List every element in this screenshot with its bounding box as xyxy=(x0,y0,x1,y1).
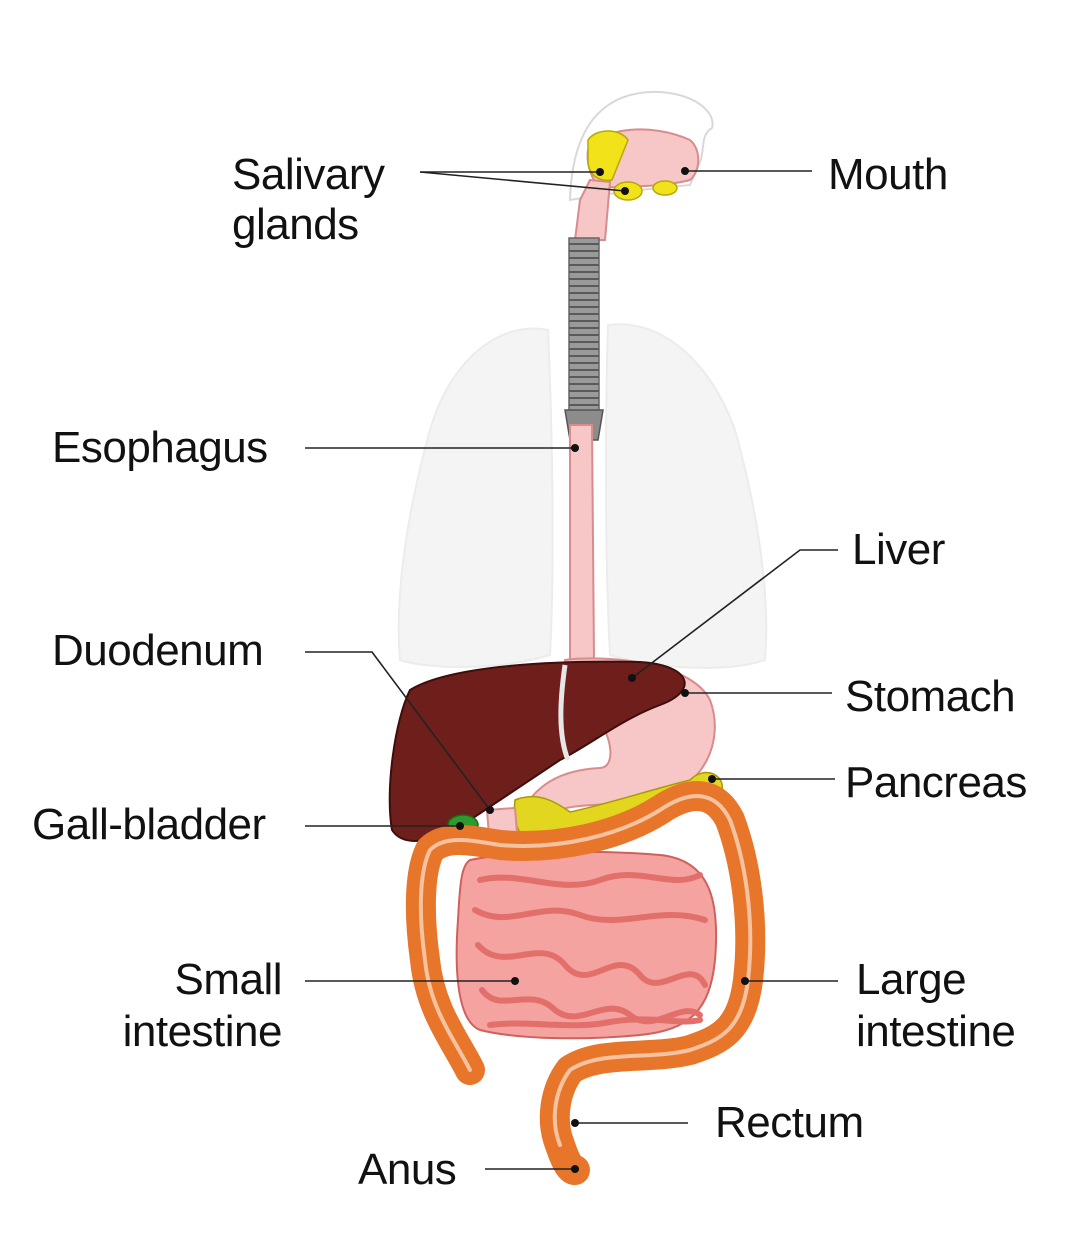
small-intestine-loop xyxy=(472,907,708,923)
label-salivary-line1: Salivary xyxy=(232,150,385,199)
small-intestine xyxy=(455,850,718,1040)
small-intestine-loop xyxy=(475,942,708,988)
label-salivary-line2: glands xyxy=(232,200,359,249)
label-liver: Liver xyxy=(852,525,945,574)
esophagus xyxy=(569,424,596,667)
label-mouth: Mouth xyxy=(828,150,948,199)
lungs xyxy=(397,323,768,669)
small-intestine-loop xyxy=(487,1016,703,1029)
label-anus: Anus xyxy=(358,1145,457,1194)
label-small-line1: Small xyxy=(174,955,282,1004)
label-small-line2: intestine xyxy=(122,1007,283,1056)
trachea xyxy=(564,237,604,441)
leader-dots xyxy=(456,167,749,1173)
label-rectum: Rectum xyxy=(715,1098,864,1147)
large-intestine-highlight xyxy=(418,794,753,1147)
leader-lines xyxy=(305,170,838,1170)
label-gallbladder: Gall-bladder xyxy=(32,800,266,849)
small-intestine-loop xyxy=(479,987,703,1025)
label-duodenum: Duodenum xyxy=(52,626,264,675)
label-large-line1: Large xyxy=(856,955,967,1004)
small-intestine-loop xyxy=(477,872,703,888)
label-esophagus: Esophagus xyxy=(52,423,268,472)
label-stomach: Stomach xyxy=(845,672,1016,721)
label-large-line2: intestine xyxy=(856,1007,1016,1056)
liver-ligament xyxy=(558,664,571,761)
label-pancreas: Pancreas xyxy=(845,758,1027,807)
